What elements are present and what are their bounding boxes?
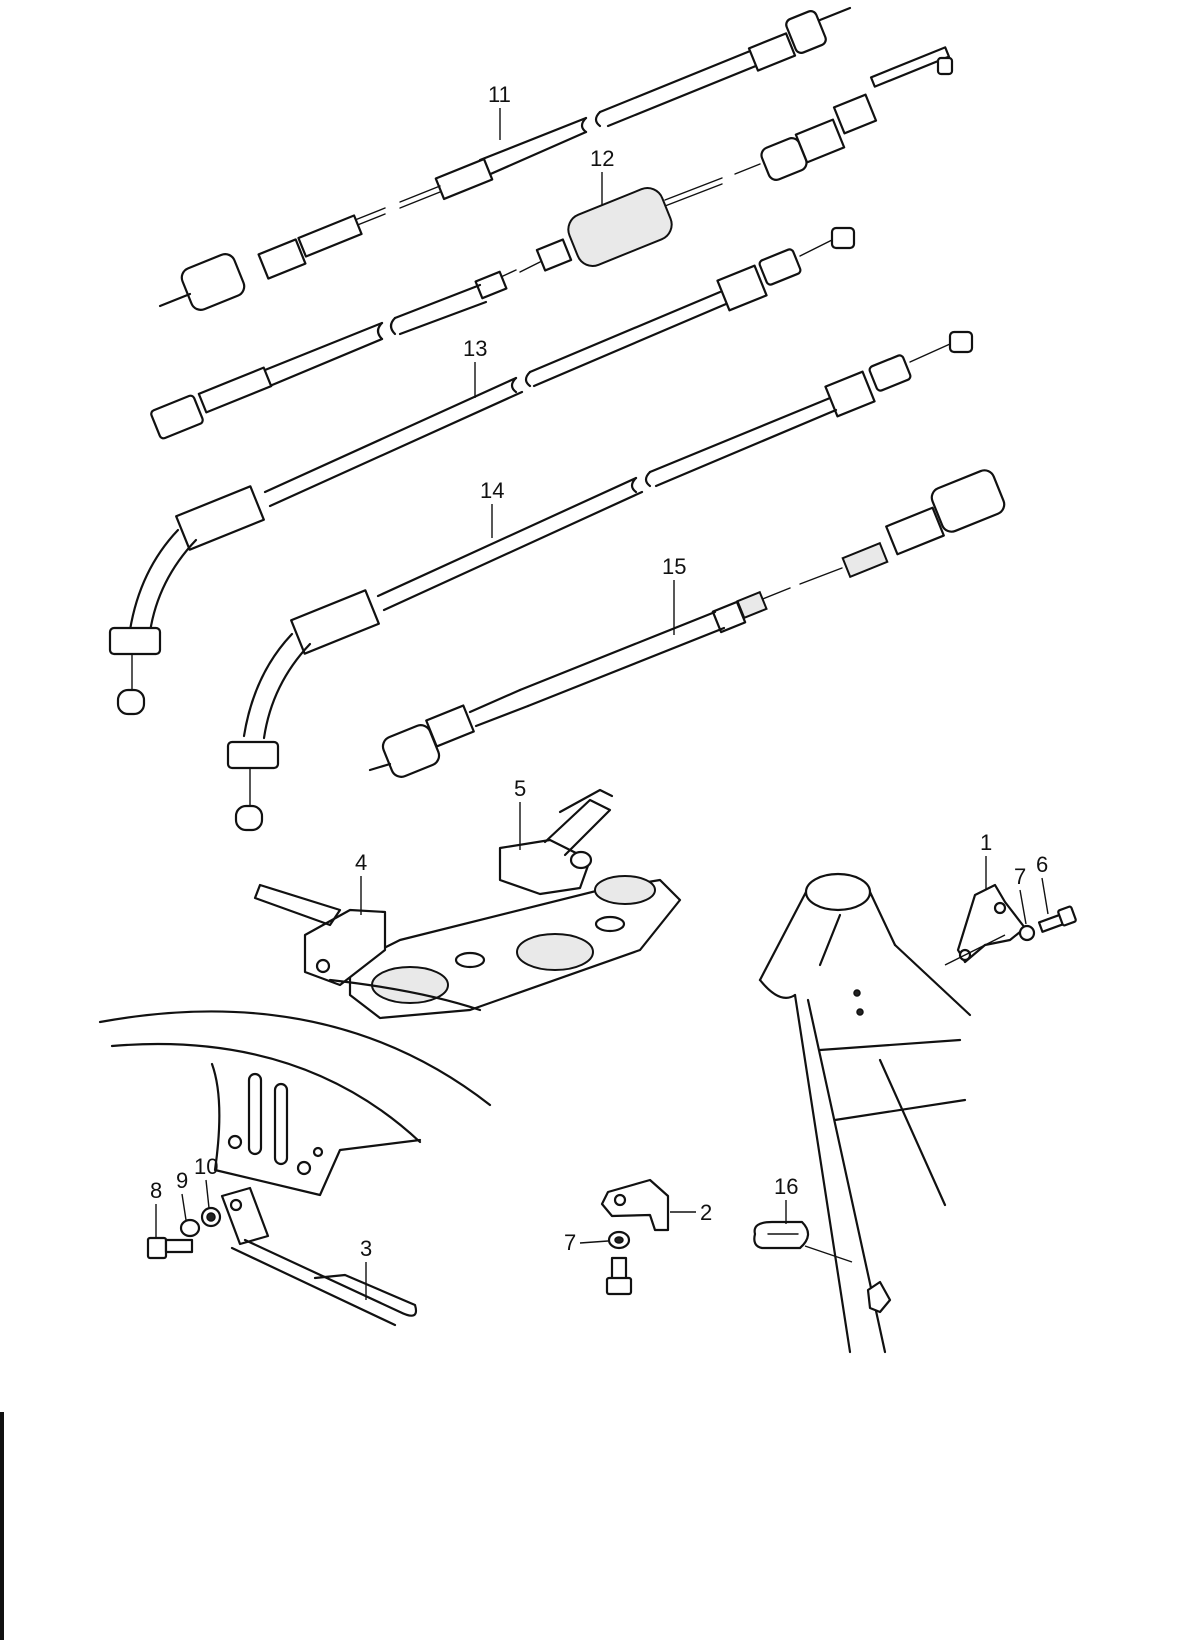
front-fender-assembly (98, 978, 492, 1327)
frame-assembly (753, 872, 1077, 1354)
callout-7-upper: 7 (1014, 864, 1026, 889)
callout-5: 5 (514, 776, 526, 801)
callout-6: 6 (1036, 852, 1048, 877)
callout-1: 1 (980, 830, 992, 855)
callout-2: 2 (700, 1200, 712, 1225)
callout-7-lower: 7 (564, 1230, 576, 1255)
cable-13-throttle (108, 226, 856, 716)
cable-11-speedometer (158, 6, 852, 311)
callout-4: 4 (355, 850, 367, 875)
callout-3: 3 (360, 1236, 372, 1261)
callout-12: 12 (590, 146, 614, 171)
callout-14: 14 (480, 478, 504, 503)
top-bridge-assembly (253, 788, 682, 1020)
callout-16: 16 (774, 1174, 798, 1199)
callouts: 11 12 13 14 15 5 4 1 7 6 2 7 16 8 9 10 3 (150, 82, 1049, 1300)
callout-10: 10 (194, 1154, 218, 1179)
cable-15-speedometer (368, 469, 1006, 778)
bracket-2-assembly (600, 1178, 670, 1296)
callout-8: 8 (150, 1178, 162, 1203)
callout-15: 15 (662, 554, 686, 579)
callout-11: 11 (488, 82, 511, 107)
callout-13: 13 (463, 336, 487, 361)
callout-9: 9 (176, 1168, 188, 1193)
cable-14-throttle (226, 330, 974, 832)
cable-12-tachometer (150, 46, 954, 440)
